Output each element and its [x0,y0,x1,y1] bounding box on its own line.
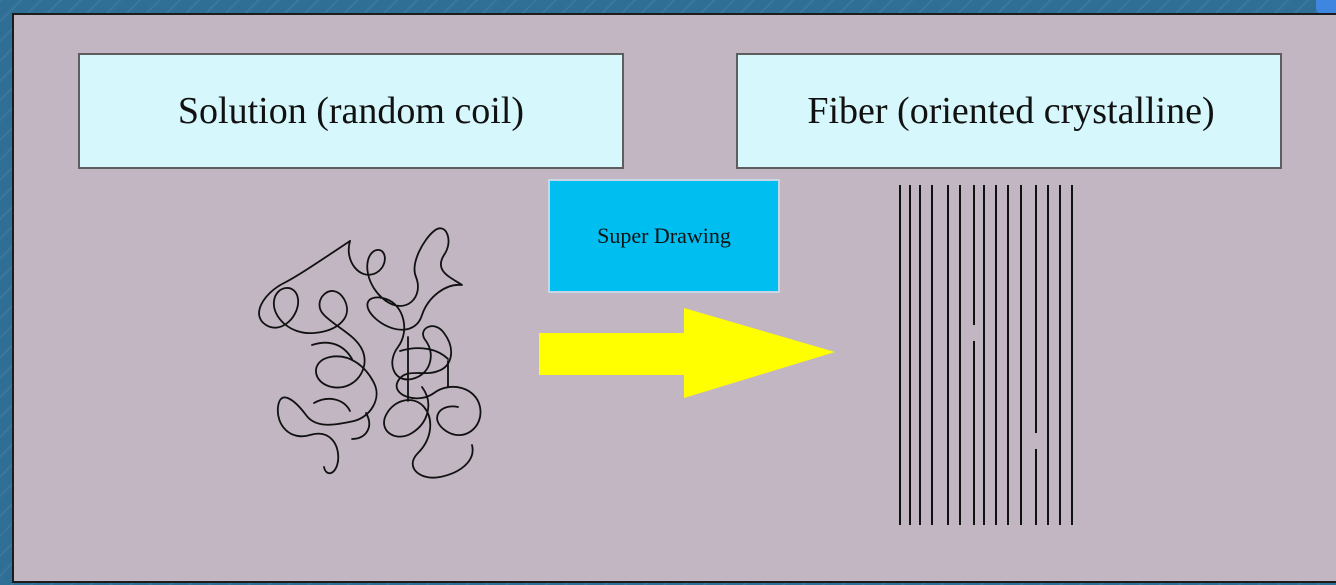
super-drawing-label: Super Drawing [597,223,731,248]
solution-label-box: Solution (random coil) [78,53,624,169]
corner-tab [1316,0,1336,14]
diagram-panel: Solution (random coil) Fiber (oriented c… [12,13,1336,583]
random-coil-icon [258,227,482,479]
fiber-label-box: Fiber (oriented crystalline) [736,53,1282,169]
right-arrow-icon [539,308,835,398]
diagram-art [258,185,1073,525]
super-drawing-box: Super Drawing [548,179,780,293]
solution-label: Solution (random coil) [177,90,525,132]
aligned-fibers-icon [899,185,1073,525]
fiber-label: Fiber (oriented crystalline) [807,90,1215,132]
